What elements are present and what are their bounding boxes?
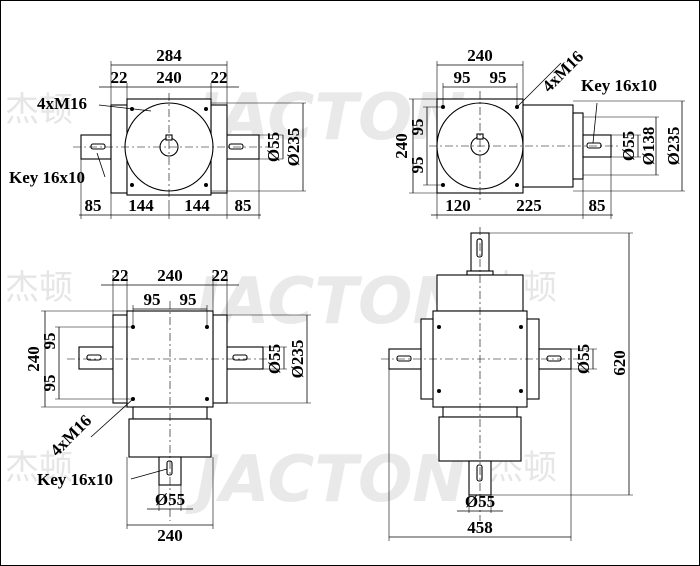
dim-overall-width: 458 — [467, 518, 493, 537]
dim-flange-left: 22 — [111, 68, 128, 87]
dim-shaft-dia-right: Ø55 — [574, 344, 593, 374]
dim-bolt-upper: 95 — [40, 333, 59, 350]
watermark-cn-2: 杰顿 — [5, 268, 73, 308]
watermark-brand-mid: JACTON — [185, 265, 466, 339]
dim-left-offset: 120 — [445, 196, 471, 215]
bolt-hole — [515, 183, 519, 187]
dim-flange-right: 22 — [211, 68, 228, 87]
leader-bolts — [90, 398, 134, 438]
key-callout: Key 16x10 — [37, 470, 113, 489]
dim-overall-height: 620 — [610, 350, 629, 376]
dim-height: 240 — [392, 133, 411, 159]
dim-bolt-right: 95 — [490, 68, 507, 87]
leader-key — [96, 152, 106, 178]
leader-bolts — [516, 62, 562, 108]
top-keyway — [476, 238, 483, 258]
dim-bolt-upper: 95 — [408, 119, 427, 136]
dim-bottom-width: 240 — [157, 526, 183, 545]
dim-bolt-left: 95 — [454, 68, 471, 87]
dim-pilot-dia: Ø138 — [639, 127, 658, 166]
dim-overall-width: 284 — [156, 46, 182, 65]
bolt-hole — [437, 389, 441, 393]
leader-bolts — [98, 104, 152, 112]
bolt-hole — [130, 183, 134, 187]
bolt-callout: 4xM16 — [37, 94, 87, 113]
bolt-hole — [205, 397, 209, 401]
bolt-hole — [519, 325, 523, 329]
right-keyway — [228, 143, 244, 150]
dim-body-dia: Ø235 — [664, 127, 683, 166]
bottom-keyway — [166, 460, 173, 476]
watermark-cn-3: 杰顿 — [5, 448, 73, 488]
view-top-left: 284 22 240 22 4xM16 Key 16x10 85 144 144… — [9, 46, 306, 219]
dim-body-dia: Ø235 — [288, 340, 307, 379]
dim-left-half: 144 — [128, 196, 154, 215]
dim-height: 240 — [24, 346, 43, 372]
dim-shaft-dia: Ø55 — [619, 131, 638, 161]
key-callout: Key 16x10 — [9, 168, 85, 187]
bolt-hole — [204, 107, 208, 111]
dim-bolt-span: 240 — [156, 68, 182, 87]
watermark: JACTON JACTON JACTON 杰顿 杰顿 杰顿 杰顿 杰顿 — [5, 81, 557, 517]
bolt-hole — [519, 389, 523, 393]
dim-right-half: 144 — [184, 196, 210, 215]
dim-shaft-len: 85 — [589, 196, 606, 215]
bottom-keyway — [476, 464, 483, 482]
dim-flange-left: 22 — [112, 266, 129, 285]
bolt-hole — [204, 183, 208, 187]
dim-right-shaft-len: 85 — [235, 196, 252, 215]
dim-shaft-dia: Ø55 — [264, 132, 283, 162]
leader-key — [130, 468, 168, 480]
right-keyway — [546, 355, 562, 362]
left-keyway — [90, 143, 106, 150]
dim-bolt-lower: 95 — [40, 375, 59, 392]
dim-bottom-shaft-dia: Ø55 — [155, 490, 185, 509]
bolt-callout: 4xM16 — [538, 47, 587, 96]
watermark-brand-bottom: JACTON — [185, 443, 466, 517]
dim-bolt-span: 240 — [157, 266, 183, 285]
watermark-cn-1: 杰顿 — [5, 90, 73, 130]
left-keyway — [396, 355, 412, 362]
dim-shaft-dia: Ø55 — [265, 344, 284, 374]
side-keyway — [586, 142, 602, 149]
dim-body-dia: Ø235 — [284, 128, 303, 167]
dim-bolt-lower: 95 — [408, 157, 427, 174]
dim-shaft-dia-bottom: Ø55 — [465, 492, 495, 511]
dim-center-to-face: 225 — [516, 196, 542, 215]
bolt-hole — [437, 325, 441, 329]
leader-key — [592, 102, 598, 144]
key-callout: Key 16x10 — [581, 76, 657, 95]
dim-width: 240 — [467, 46, 493, 65]
dim-flange-right: 22 — [212, 266, 229, 285]
dim-left-shaft-len: 85 — [85, 196, 102, 215]
dim-bolt-right: 95 — [180, 290, 197, 309]
view-bottom-right: Ø55 620 Ø55 458 — [381, 227, 633, 541]
dim-bolt-left: 95 — [144, 290, 161, 309]
